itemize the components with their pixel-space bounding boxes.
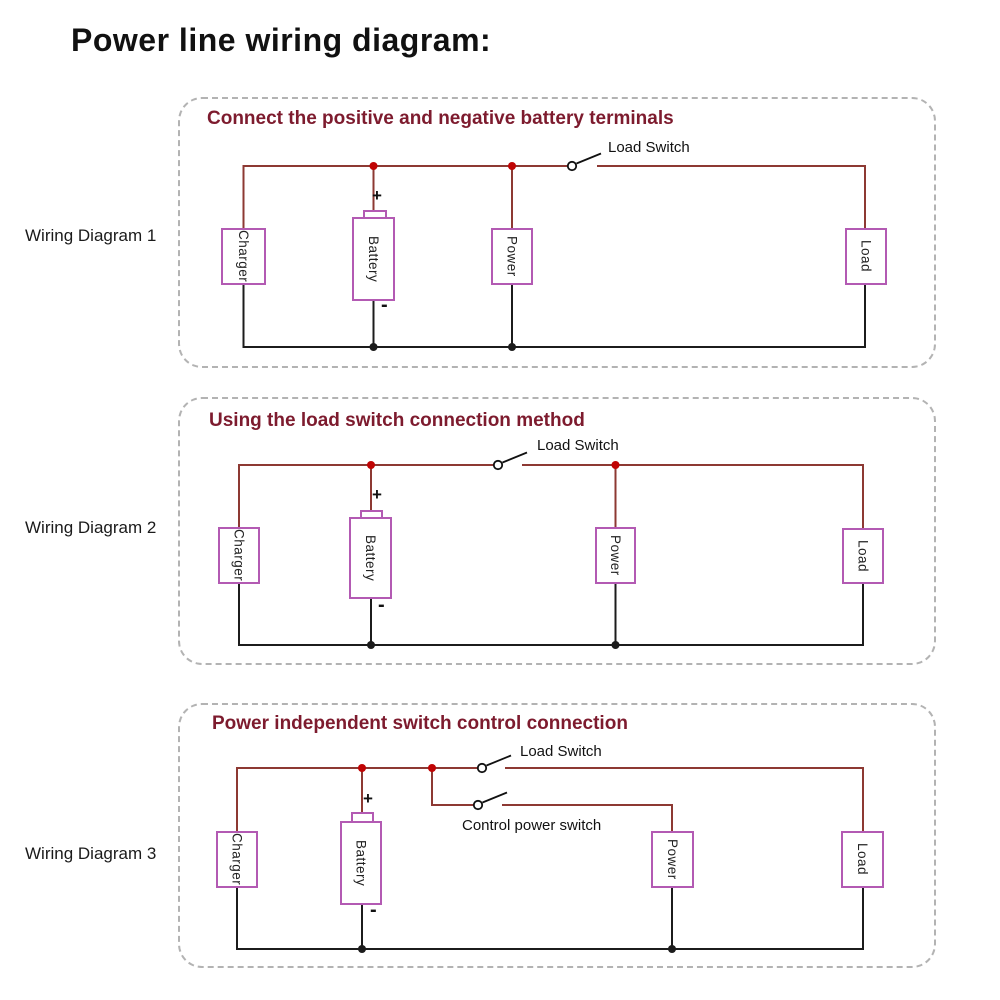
- charger-label: Charger: [236, 230, 251, 283]
- negative-junction-dots: [358, 945, 676, 953]
- load-switch-symbol: [492, 451, 528, 471]
- wiring-panel-1: Connect the positive and negative batter…: [178, 97, 936, 368]
- battery-box: Battery: [352, 217, 395, 301]
- battery-label: Battery: [366, 235, 381, 283]
- load-switch-label: Load Switch: [520, 743, 602, 760]
- charger-box: Charger: [221, 228, 266, 285]
- battery-terminal-nub: [360, 510, 383, 519]
- control-power-switch-label: Control power switch: [462, 817, 602, 834]
- load-switch-label: Load Switch: [608, 139, 690, 156]
- power-label: Power: [665, 839, 680, 880]
- positive-wires: [238, 464, 864, 528]
- charger-box: Charger: [216, 831, 258, 888]
- battery-minus-sign: -: [378, 594, 385, 616]
- battery-minus-sign: -: [370, 899, 377, 921]
- battery-plus-sign: +: [372, 186, 382, 205]
- load-box: Load: [845, 228, 887, 285]
- power-box: Power: [595, 527, 636, 584]
- panel-3-title: Power independent switch control connect…: [212, 713, 628, 734]
- negative-junction-dots: [367, 641, 620, 649]
- load-box: Load: [842, 528, 884, 584]
- panel-3-circuit-wires: [236, 754, 864, 953]
- control-power-switch-symbol: [472, 791, 508, 811]
- load-switch-symbol: [566, 152, 602, 172]
- battery-plus-sign: +: [363, 789, 373, 808]
- load-label: Load: [858, 240, 874, 273]
- battery-label: Battery: [363, 534, 378, 582]
- power-label: Power: [608, 535, 623, 576]
- panel-1-title: Connect the positive and negative batter…: [207, 108, 674, 129]
- load-box: Load: [841, 831, 884, 888]
- side-label-diagram-1: Wiring Diagram 1: [25, 226, 157, 245]
- wiring-panel-2: Using the load switch connection method …: [178, 397, 936, 665]
- battery-box: Battery: [349, 517, 392, 599]
- panel-1-circuit-wires: [242, 152, 866, 351]
- charger-label: Charger: [229, 833, 245, 886]
- charger-box: Charger: [218, 527, 260, 584]
- panel-2-circuit-wires: [238, 451, 864, 649]
- negative-wires: [236, 888, 864, 950]
- battery-plus-sign: +: [372, 485, 382, 504]
- battery-minus-sign: -: [381, 294, 388, 316]
- positive-wires: [242, 165, 866, 228]
- load-label: Load: [855, 539, 871, 573]
- power-box: Power: [491, 228, 533, 285]
- positive-wires: [236, 767, 864, 831]
- charger-label: Charger: [231, 529, 247, 582]
- negative-junction-dots: [369, 343, 516, 351]
- positive-junction-dots: [369, 162, 516, 170]
- load-switch-symbol: [476, 754, 512, 774]
- positive-junction-dots: [367, 461, 620, 469]
- side-label-diagram-3: Wiring Diagram 3: [25, 844, 157, 863]
- power-box: Power: [651, 831, 694, 888]
- page-title: Power line wiring diagram:: [71, 22, 492, 58]
- battery-box: Battery: [340, 821, 382, 905]
- battery-terminal-nub: [351, 812, 374, 822]
- battery-label: Battery: [353, 839, 369, 887]
- panel-2-title: Using the load switch connection method: [209, 410, 585, 431]
- wiring-panel-3: Power independent switch control connect…: [178, 703, 936, 968]
- battery-terminal-nub: [363, 210, 387, 219]
- positive-junction-dots: [358, 764, 436, 772]
- negative-wires: [242, 285, 866, 348]
- negative-wires: [238, 584, 864, 646]
- load-label: Load: [855, 843, 870, 876]
- side-label-diagram-2: Wiring Diagram 2: [25, 518, 157, 537]
- power-label: Power: [504, 236, 520, 277]
- load-switch-label: Load Switch: [537, 437, 619, 454]
